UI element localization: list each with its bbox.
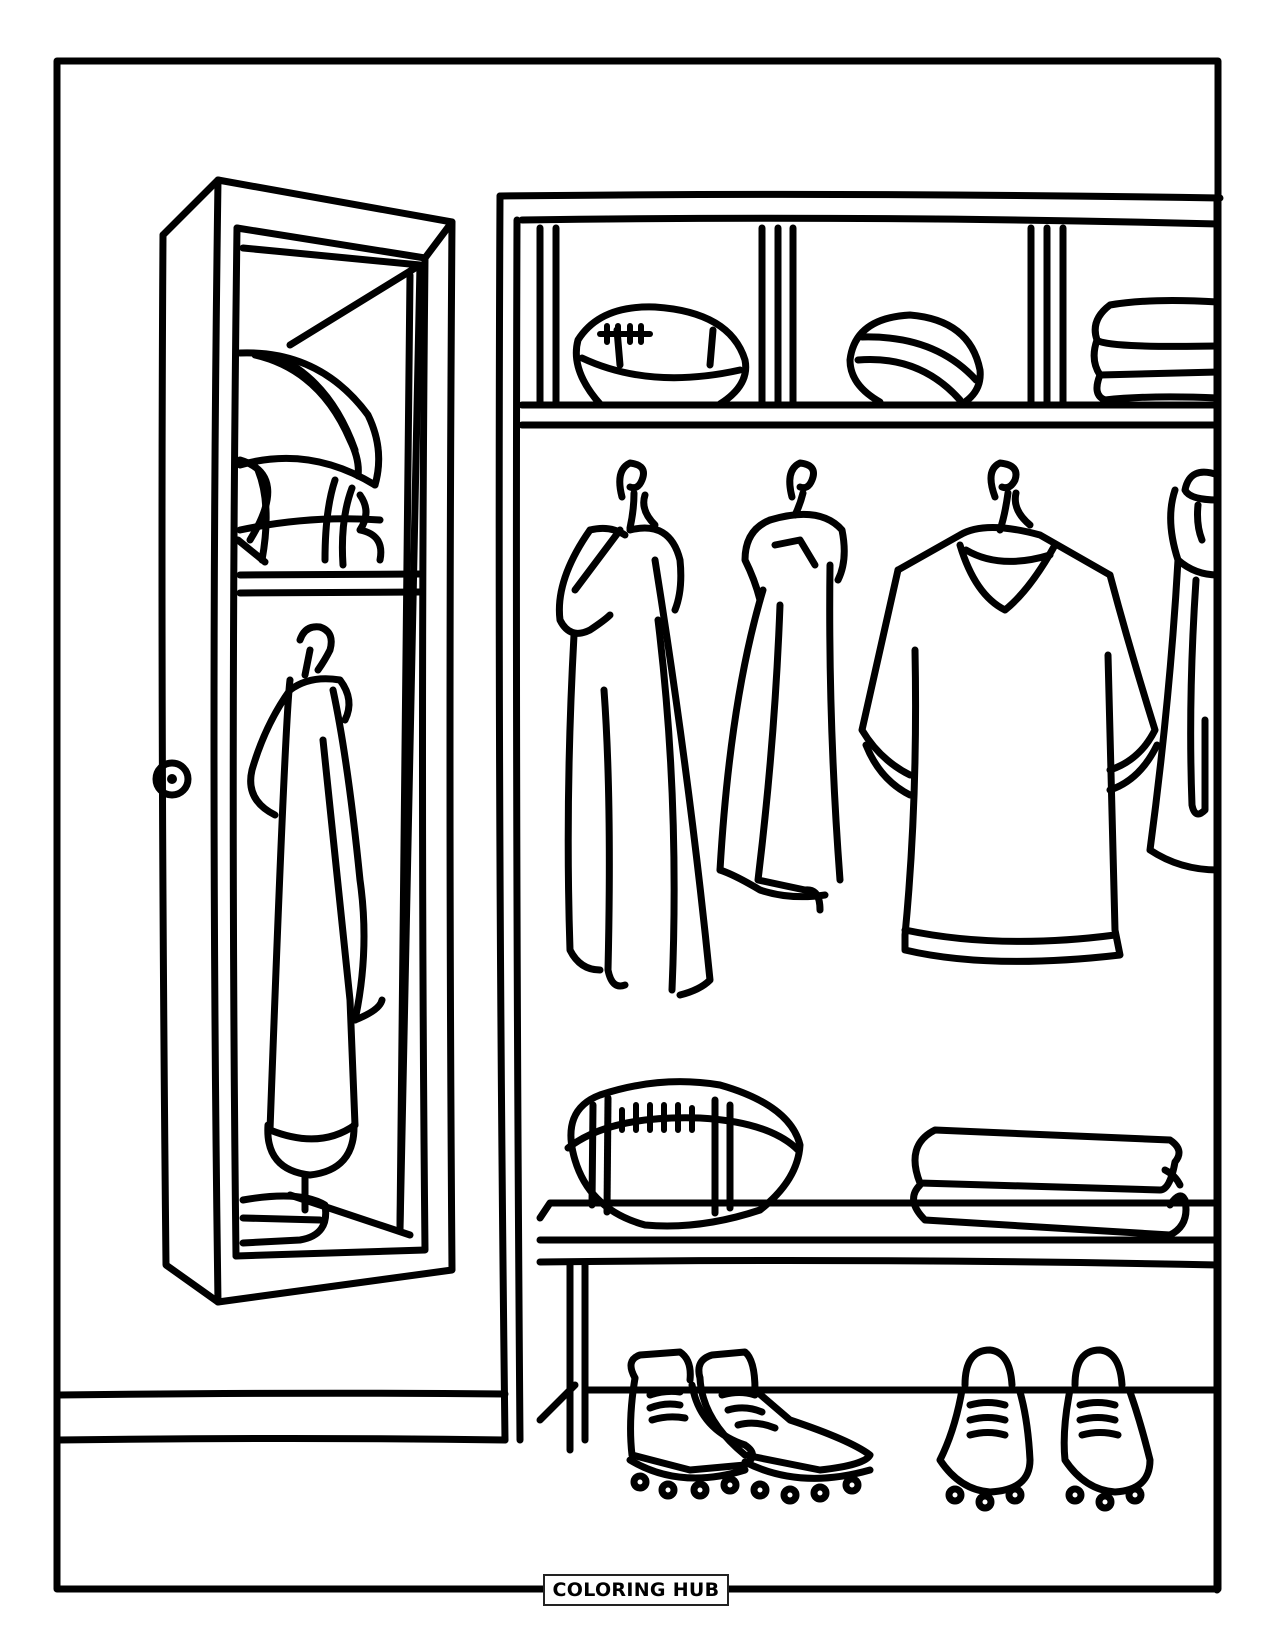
hanging-garment-partial: [1146, 468, 1222, 874]
football-helmet: [234, 349, 385, 569]
wall-baseboard: [54, 1389, 509, 1444]
folded-towels-top-shelf: [1090, 297, 1222, 404]
hanging-hoodie: [555, 459, 714, 999]
watermark-label: COLORING HUB: [543, 1574, 729, 1606]
cleats-pair-right: [936, 1346, 1154, 1512]
football-top-shelf: [572, 303, 750, 408]
bench: [536, 1199, 1222, 1454]
cleats-pair-left: [626, 1348, 874, 1505]
folded-towel-on-bench: [910, 1126, 1190, 1239]
hanging-jacket: [716, 459, 848, 914]
ball-top-shelf: [846, 311, 984, 406]
hanging-towel-in-locker: [239, 623, 386, 1247]
open-locker-door: [152, 176, 456, 1306]
locker-shelving-unit: [495, 190, 1224, 1594]
football-on-bench: [564, 1078, 804, 1230]
hanging-jersey: [858, 459, 1161, 965]
